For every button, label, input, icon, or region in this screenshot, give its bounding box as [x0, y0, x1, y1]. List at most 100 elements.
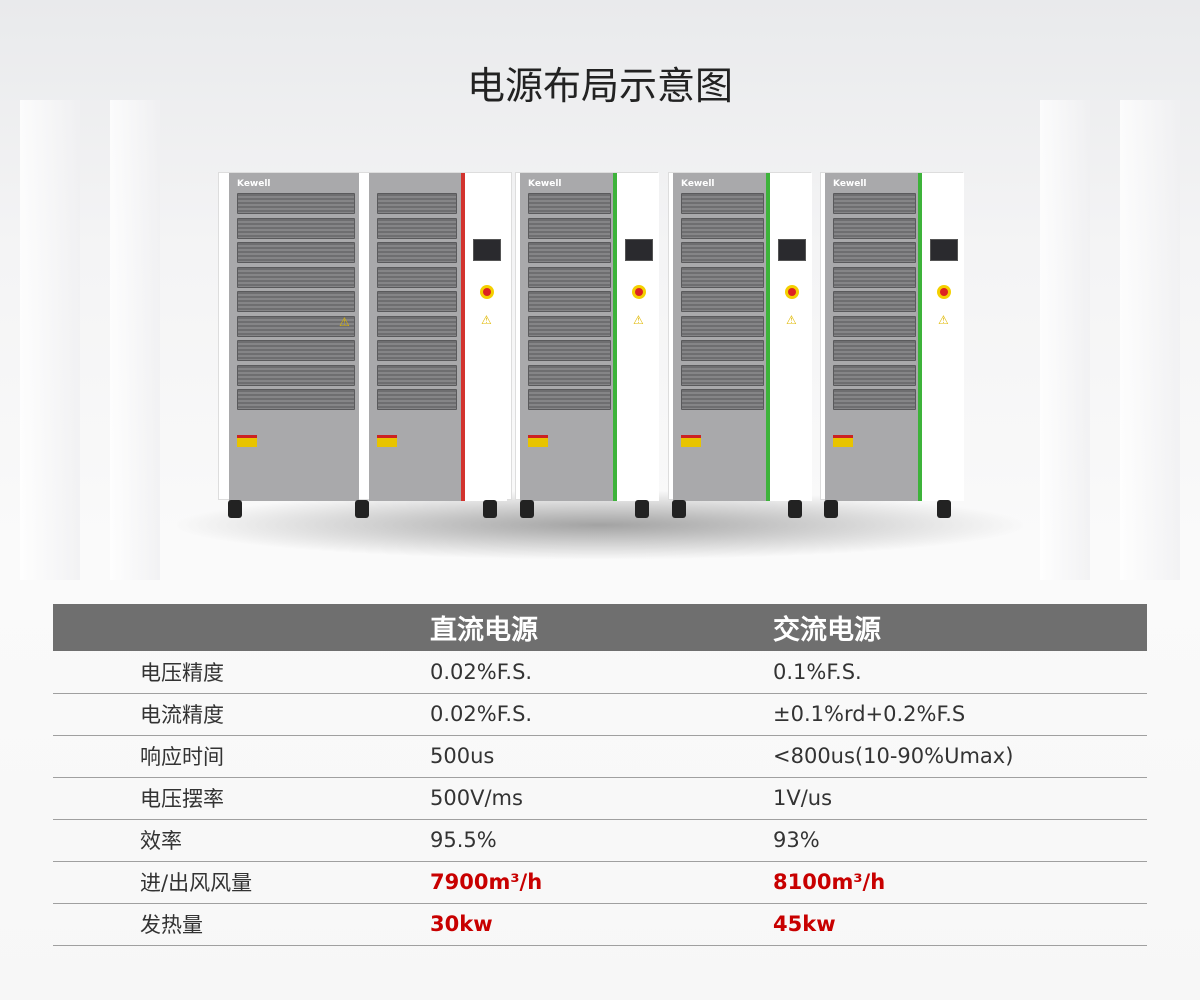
caster-wheel	[824, 500, 838, 518]
warning-icon: ⚠	[786, 313, 797, 327]
power-module	[681, 340, 764, 361]
touch-screen	[778, 239, 806, 261]
power-module	[528, 217, 611, 239]
power-module	[237, 266, 355, 288]
power-module	[833, 315, 916, 337]
warning-label	[681, 435, 701, 447]
row-label: 进/出风风量	[53, 861, 430, 904]
power-module	[681, 193, 764, 214]
dc-value: 95.5%	[430, 819, 773, 862]
power-module	[681, 242, 764, 263]
cabinet-door: ⚠	[461, 173, 507, 501]
emergency-stop-button	[937, 285, 951, 299]
warning-icon: ⚠	[938, 313, 949, 327]
ac-value: ±0.1%rd+0.2%F.S	[773, 693, 1147, 736]
power-module	[377, 340, 457, 361]
header-dc: 直流电源	[430, 604, 773, 651]
warning-icon: ⚠	[633, 313, 644, 327]
brand-logo: Kewell	[833, 179, 867, 189]
ac-value: 8100m³/h	[773, 861, 1147, 904]
power-module	[528, 291, 611, 312]
power-module	[377, 266, 457, 288]
caster-wheel	[672, 500, 686, 518]
row-label: 效率	[53, 819, 430, 862]
power-module	[528, 389, 611, 410]
page-title: 电源布局示意图	[466, 64, 733, 108]
power-module	[377, 364, 457, 386]
power-module	[833, 291, 916, 312]
power-module	[833, 266, 916, 288]
power-module	[237, 217, 355, 239]
warning-label	[528, 435, 548, 447]
power-module	[528, 242, 611, 263]
caster-wheel	[520, 500, 534, 518]
power-module	[528, 315, 611, 337]
cabinet-door: ⚠	[766, 173, 812, 501]
ac-power-cabinet: Kewell ⚠	[820, 172, 964, 501]
cabinet-door: ⚠	[918, 173, 964, 501]
dc-value: 0.02%F.S.	[430, 651, 773, 694]
caster-wheel	[228, 500, 242, 518]
ac-value: 0.1%F.S.	[773, 651, 1147, 694]
warning-label	[237, 435, 257, 447]
row-label: 响应时间	[53, 735, 430, 778]
touch-screen	[625, 239, 653, 261]
power-module	[237, 193, 355, 214]
row-label: 电压摆率	[53, 777, 430, 820]
power-module	[681, 389, 764, 410]
warning-label	[833, 435, 853, 447]
power-module	[237, 291, 355, 312]
ac-value: 45kw	[773, 903, 1147, 946]
power-module	[528, 193, 611, 214]
header-ac: 交流电源	[773, 604, 1147, 651]
cabinet-body: Kewell	[520, 173, 615, 501]
power-module	[377, 389, 457, 410]
caster-wheel	[635, 500, 649, 518]
power-module	[681, 291, 764, 312]
power-module	[833, 193, 916, 214]
dc-power-cabinet: Kewell⚠⚠	[218, 172, 512, 501]
background-column	[1120, 100, 1180, 580]
power-module	[237, 242, 355, 263]
caster-wheel	[937, 500, 951, 518]
brand-logo: Kewell	[528, 179, 562, 189]
cabinet-door: ⚠	[613, 173, 659, 501]
ac-power-cabinet: Kewell⚠	[668, 172, 812, 501]
dc-value: 500V/ms	[430, 777, 773, 820]
power-module	[377, 242, 457, 263]
power-module	[681, 315, 764, 337]
warning-label	[377, 435, 397, 447]
row-label: 发热量	[53, 903, 430, 946]
power-module	[681, 217, 764, 239]
dc-value: 30kw	[430, 903, 773, 946]
dc-value: 0.02%F.S.	[430, 693, 773, 736]
emergency-stop-button	[480, 285, 494, 299]
power-module	[681, 266, 764, 288]
power-module	[833, 364, 916, 386]
dc-value: 7900m³/h	[430, 861, 773, 904]
power-module	[528, 364, 611, 386]
ac-value: 93%	[773, 819, 1147, 862]
floor-shadow	[170, 490, 1030, 560]
cabinet-body: Kewell	[825, 173, 920, 501]
power-module	[528, 266, 611, 288]
touch-screen	[473, 239, 501, 261]
power-module	[377, 217, 457, 239]
background-column	[1040, 100, 1090, 580]
ac-value: <800us(10-90%Umax)	[773, 735, 1147, 778]
power-module	[237, 340, 355, 361]
power-module	[377, 315, 457, 337]
power-module	[237, 364, 355, 386]
power-module	[377, 193, 457, 214]
power-module	[237, 315, 355, 337]
background-column	[20, 100, 80, 580]
ac-power-cabinet: Kewell ⚠	[515, 172, 659, 501]
brand-logo: Kewell	[237, 179, 271, 189]
power-module	[377, 291, 457, 312]
